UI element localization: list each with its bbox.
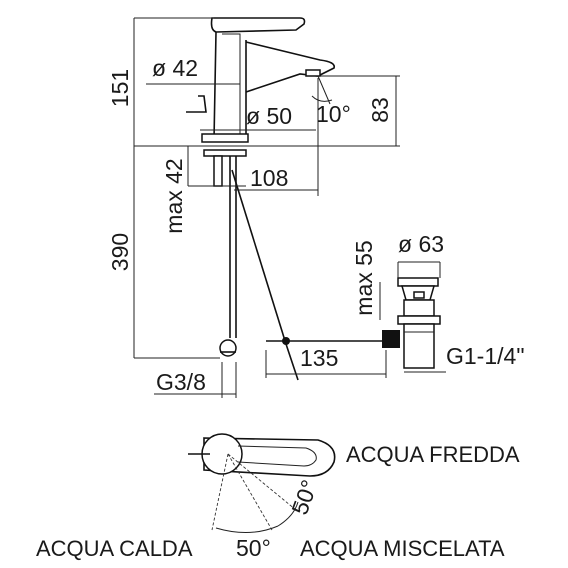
lever-inner bbox=[237, 445, 317, 467]
waste-body bbox=[403, 299, 435, 317]
dim-max55: max 55 bbox=[351, 240, 377, 315]
lever-top-view bbox=[188, 433, 336, 534]
waste-plug bbox=[413, 291, 425, 299]
dim-d50: ø 50 bbox=[246, 103, 292, 129]
dim-max42: max 42 bbox=[161, 158, 187, 233]
label-cold-water: ACQUA FREDDA bbox=[346, 442, 520, 467]
dim-d63: ø 63 bbox=[398, 231, 444, 257]
label-mixed-water: ACQUA MISCELATA bbox=[300, 536, 505, 561]
mounting-washer bbox=[203, 149, 247, 157]
waste-flange bbox=[397, 277, 439, 287]
dim-108: 108 bbox=[250, 165, 288, 191]
waste-assembly bbox=[382, 277, 441, 369]
tap-body-outline bbox=[213, 31, 247, 141]
dimension-lines bbox=[133, 17, 446, 398]
ray-hot bbox=[211, 453, 229, 531]
tap-base bbox=[201, 133, 249, 143]
spout-axis bbox=[317, 75, 331, 105]
dim-390: 390 bbox=[107, 233, 133, 271]
tap-aerator bbox=[305, 69, 321, 77]
angle-right: 50° bbox=[286, 476, 322, 518]
rod-clip bbox=[382, 330, 400, 348]
hose-nut bbox=[219, 339, 237, 357]
arc-left bbox=[215, 525, 279, 534]
tap-body-inner bbox=[222, 33, 241, 137]
arc-right bbox=[277, 501, 299, 527]
angle-arc-10 bbox=[311, 95, 333, 102]
lever-outline bbox=[203, 437, 336, 477]
dim-d42: ø 42 bbox=[152, 55, 198, 81]
dim-g38: G3/8 bbox=[156, 369, 206, 395]
popup-lever bbox=[186, 95, 207, 113]
waste-nut bbox=[397, 315, 441, 325]
popup-rod-end bbox=[285, 343, 299, 381]
dim-135: 135 bbox=[300, 345, 338, 371]
threaded-stud bbox=[213, 155, 223, 187]
label-hot-water: ACQUA CALDA bbox=[36, 536, 193, 561]
dim-151: 151 bbox=[107, 69, 133, 107]
dim-83: 83 bbox=[367, 97, 393, 123]
dim-g114: G1-1/4" bbox=[446, 343, 524, 369]
popup-rod bbox=[231, 169, 287, 345]
angle-left: 50° bbox=[236, 535, 271, 561]
tap-lever bbox=[210, 17, 306, 33]
dim-angle-10: 10° bbox=[316, 101, 351, 127]
tap-body bbox=[186, 17, 336, 143]
tap-spout bbox=[245, 41, 336, 93]
waste-tail bbox=[403, 323, 435, 369]
